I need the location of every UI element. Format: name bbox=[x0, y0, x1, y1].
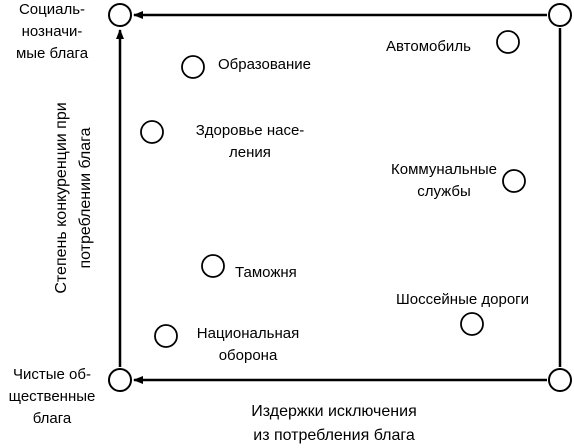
defense-point bbox=[154, 324, 178, 348]
corner-top-right-circle bbox=[548, 3, 572, 27]
label-education: Образование bbox=[218, 56, 311, 73]
label-health: Здоровье насе- ления bbox=[195, 122, 305, 161]
education-point bbox=[181, 55, 205, 79]
car-point bbox=[496, 30, 520, 54]
corner-top-left-circle bbox=[108, 3, 132, 27]
corner-label-social-goods: Социаль- нозначи- мые блага bbox=[15, 1, 89, 62]
corner-label-pure-public-goods: Чистые об- щественные блага bbox=[8, 366, 96, 427]
label-highways: Шоссейные дороги bbox=[396, 291, 530, 308]
customs-point bbox=[201, 254, 225, 278]
corner-bottom-left-circle bbox=[108, 368, 132, 392]
health-point bbox=[140, 120, 164, 144]
label-utilities: Коммунальные службы bbox=[391, 161, 497, 200]
label-defense: Национальная оборона bbox=[196, 325, 300, 364]
utilities-point bbox=[502, 169, 526, 193]
x-axis-label: Издержки исключения из потребления блага bbox=[251, 403, 417, 444]
corner-bottom-right-circle bbox=[548, 368, 572, 392]
highways-point bbox=[460, 312, 484, 336]
y-axis-label: Степень конкуренции при потреблении благ… bbox=[53, 102, 94, 294]
label-customs: Таможня bbox=[235, 264, 297, 281]
label-car: Автомобиль bbox=[386, 38, 471, 55]
